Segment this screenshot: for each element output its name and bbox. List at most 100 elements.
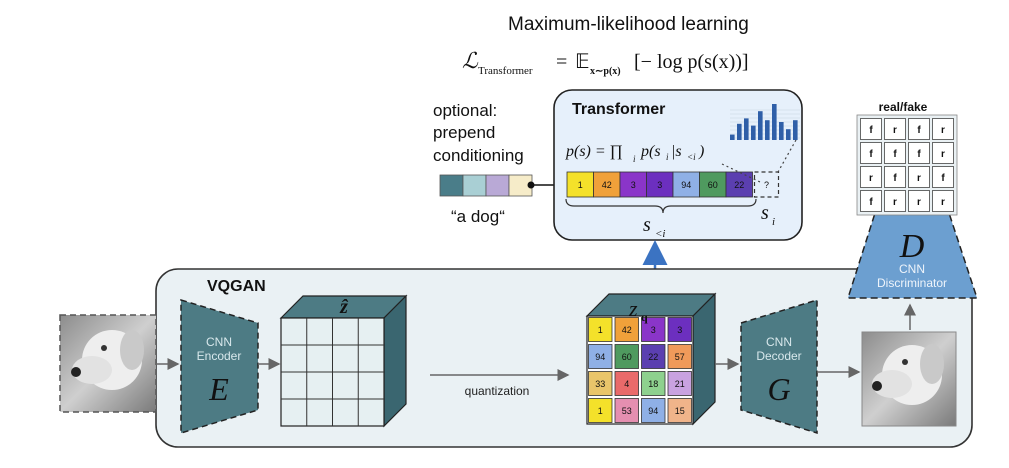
real-fake-cell-label: r — [941, 197, 945, 208]
formula-bar: |s — [671, 143, 682, 160]
hist-bar — [793, 120, 798, 140]
heading-title: Maximum-likelihood learning — [508, 14, 749, 35]
zq-cell — [614, 371, 639, 396]
loss-eq: = — [556, 51, 567, 73]
real-fake-cell-label: f — [941, 173, 945, 184]
real-fake-cell — [860, 190, 882, 212]
real-fake-title: real/fake — [879, 100, 928, 114]
zq-cell-value: 1 — [598, 325, 603, 335]
z-hat-label: ẑ — [339, 296, 349, 318]
hist-bar — [744, 118, 749, 140]
zq-cell-value: 94 — [595, 352, 605, 362]
decoder-label2: Decoder — [756, 349, 801, 363]
real-fake-cell-label: r — [917, 173, 921, 184]
real-fake-cell-label: f — [917, 125, 921, 136]
connector-dot-left — [527, 181, 535, 189]
zq-cell — [667, 398, 692, 423]
loss-rhs: [− log p(s(x))] — [634, 51, 749, 73]
conditioning-token — [439, 174, 464, 197]
conditioning-line3: conditioning — [433, 146, 524, 165]
zq-cell — [641, 398, 666, 423]
zq-cell — [614, 344, 639, 369]
zq-cell — [641, 371, 666, 396]
real-fake-cell — [884, 142, 906, 164]
sequence-token — [566, 171, 594, 198]
zq-cell-value: 60 — [622, 352, 632, 362]
real-fake-cell-label: f — [893, 173, 897, 184]
zq-cell-value: 22 — [648, 352, 658, 362]
zq-cell-value: 57 — [675, 352, 685, 362]
formula-i: i — [633, 154, 636, 164]
hist-bar — [758, 111, 763, 140]
hist-bar — [779, 122, 784, 140]
vqgan-title: VQGAN — [207, 278, 266, 295]
zq-cell-value: 4 — [624, 379, 629, 389]
zq-cell — [667, 317, 692, 342]
real-fake-cell-label: r — [917, 197, 921, 208]
zq-cell-value: 42 — [622, 325, 632, 335]
real-fake-cell — [884, 190, 906, 212]
sequence-token — [646, 171, 674, 198]
real-fake-cell — [860, 166, 882, 188]
zq-cell — [588, 371, 613, 396]
sequence-token — [699, 171, 727, 198]
hist-dotted-right — [777, 139, 797, 173]
hist-bar — [751, 125, 756, 140]
formula-p: p(s) = ∏ — [565, 143, 623, 160]
loss-expectation: 𝔼 — [575, 51, 590, 73]
s-i-label: s — [761, 202, 769, 224]
conditioning-line1: optional: — [433, 101, 497, 120]
sequence-token — [593, 171, 621, 198]
zq-cell — [667, 344, 692, 369]
sequence-brace — [565, 198, 757, 214]
real-fake-cell — [932, 190, 954, 212]
real-fake-cell — [884, 166, 906, 188]
loss-lhs: ℒ — [462, 48, 479, 73]
encoder-letter: E — [208, 371, 229, 407]
hist-bar — [772, 104, 777, 140]
zq-cell-value: 3 — [677, 325, 682, 335]
formula-rest: p(s — [640, 143, 661, 160]
decoder-label1: CNN — [766, 335, 792, 349]
real-fake-cell — [884, 118, 906, 140]
zq-cell-value: 53 — [622, 406, 632, 416]
real-fake-cell — [908, 166, 930, 188]
hist-bar — [765, 120, 770, 140]
quantization-label: quantization — [465, 384, 530, 398]
zq-cell — [588, 398, 613, 423]
real-fake-cell — [860, 142, 882, 164]
zq-cell-value: 1 — [598, 406, 603, 416]
real-fake-cell-label: f — [869, 125, 873, 136]
real-fake-cell — [908, 142, 930, 164]
sequence-token-value: 42 — [602, 180, 612, 190]
sequence-token — [619, 171, 647, 198]
hist-bar — [786, 129, 791, 140]
hist-bar — [730, 134, 735, 140]
real-fake-cell — [932, 166, 954, 188]
real-fake-cell — [860, 118, 882, 140]
real-fake-cell-label: f — [869, 197, 873, 208]
real-fake-cell-label: r — [941, 125, 945, 136]
real-fake-cell — [932, 118, 954, 140]
transformer-title: Transformer — [572, 101, 665, 118]
discriminator-label1: CNN — [899, 262, 925, 276]
sequence-token-value: 94 — [681, 180, 691, 190]
sequence-token-value: 3 — [657, 180, 662, 190]
s-lt-label: s — [643, 214, 651, 236]
zq-cell — [641, 344, 666, 369]
conditioning-token — [485, 174, 510, 197]
sequence-token — [725, 171, 753, 198]
zq-cell — [614, 398, 639, 423]
probability-histogram — [730, 104, 800, 140]
formula-lt: <i — [687, 152, 696, 162]
real-fake-cell — [932, 142, 954, 164]
zq-cell-value: 94 — [648, 406, 658, 416]
loss-expectation-sub: x∼p(x) — [590, 66, 621, 77]
real-fake-cell-label: f — [869, 149, 873, 160]
hist-dotted-left — [721, 163, 761, 183]
zq-cell — [614, 317, 639, 342]
